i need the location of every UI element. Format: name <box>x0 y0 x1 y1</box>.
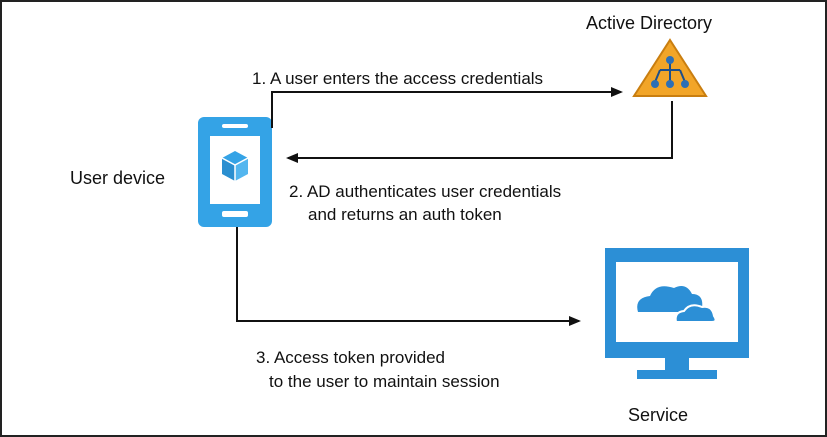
step3-text-line2: to the user to maintain session <box>269 372 500 391</box>
arrow-step3 <box>236 227 581 326</box>
step3-text-line1: 3. Access token provided <box>256 348 446 367</box>
tablet-box-icon <box>198 117 272 227</box>
user-device-label: User device <box>70 168 166 188</box>
arrow-step2 <box>286 101 673 163</box>
active-directory-label: Active Directory <box>586 13 713 33</box>
step2-text-line2: and returns an auth token <box>308 205 502 224</box>
active-directory-triangle-icon <box>632 38 708 97</box>
step2-text-line1: 2. AD authenticates user credentials <box>289 182 562 201</box>
step1-text: 1. A user enters the access credentials <box>252 69 544 88</box>
monitor-cloud-icon <box>605 248 749 379</box>
service-label: Service <box>628 405 689 425</box>
arrow-step1 <box>271 87 623 128</box>
